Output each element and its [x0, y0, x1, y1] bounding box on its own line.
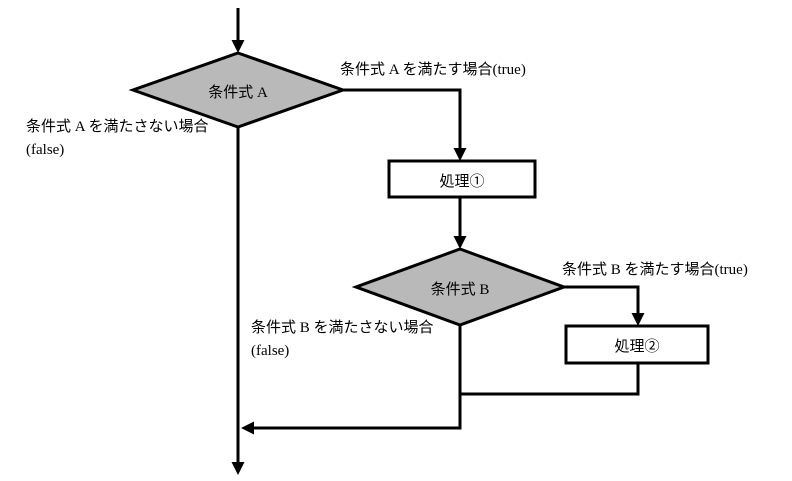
exit-arrow-icon: [231, 462, 245, 475]
process-1-label: 処理①: [439, 174, 485, 190]
decision-b-label: 条件式 B: [430, 282, 490, 298]
decision-a-label: 条件式 A: [208, 85, 268, 101]
process2-merge-flow-line: [460, 363, 640, 396]
b-true-flow-line: [564, 285, 640, 315]
a-false-edge-label-line1: 条件式 A を満たさない場合: [26, 119, 209, 135]
a-true-flow-line: [343, 88, 462, 150]
b-true-arrow-icon: [631, 313, 645, 326]
entry-arrow-icon: [231, 40, 245, 53]
b-false-flow-line: [253, 325, 462, 430]
b-true-edge-label: 条件式 B を満たす場合(true): [562, 262, 748, 278]
b-false-edge-label-line1: 条件式 B を満たさない場合: [251, 320, 434, 336]
process1-to-b-arrow-icon: [453, 236, 467, 249]
b-false-merge-arrow-icon: [241, 421, 254, 435]
b-false-edge-label-line2: (false): [251, 343, 290, 359]
a-true-arrow-icon: [453, 148, 467, 161]
process-2-label: 処理②: [614, 339, 660, 355]
a-false-edge-label-line2: (false): [26, 142, 65, 158]
process-1-shape: [387, 159, 537, 199]
a-true-edge-label: 条件式 A を満たす場合(true): [340, 62, 526, 78]
